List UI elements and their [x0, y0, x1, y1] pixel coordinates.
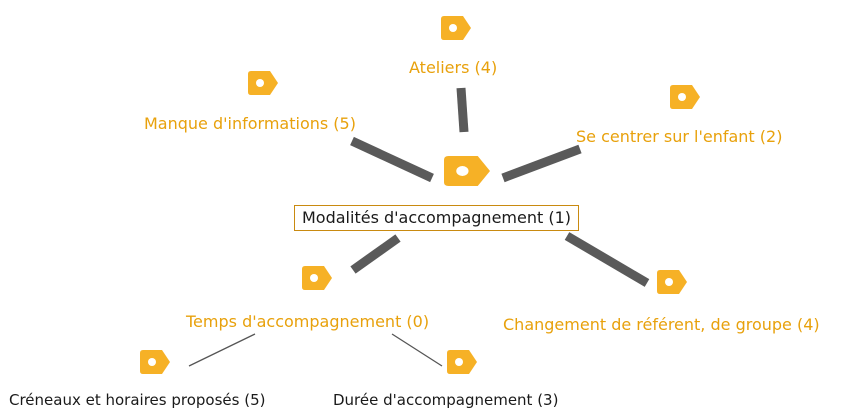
edge-center-centrer	[501, 144, 582, 183]
edge-center-temps	[350, 234, 401, 274]
node-label-temps[interactable]: Temps d'accompagnement (0)	[186, 312, 430, 331]
edge-center-changement	[564, 232, 650, 287]
tag-icon	[248, 71, 278, 95]
edge-center-ateliers	[456, 87, 469, 133]
node-label-creneaux[interactable]: Créneaux et horaires proposés (5)	[9, 391, 266, 409]
tag-icon	[670, 85, 700, 109]
tag-icon	[302, 266, 332, 290]
tag-icon	[447, 350, 477, 374]
tag-icon	[140, 350, 170, 374]
tag-icon	[441, 16, 471, 40]
node-label-ateliers[interactable]: Ateliers (4)	[409, 58, 498, 77]
node-label-changement[interactable]: Changement de référent, de groupe (4)	[503, 315, 820, 334]
center-node-label: Modalités d'accompagnement (1)	[302, 208, 572, 227]
edge-temps-creneaux	[188, 333, 256, 367]
node-label-se-centrer[interactable]: Se centrer sur l'enfant (2)	[576, 127, 783, 146]
tag-icon	[444, 156, 490, 186]
edge-center-manque	[350, 136, 434, 183]
tag-icon	[657, 270, 687, 294]
node-label-manque-informations[interactable]: Manque d'informations (5)	[144, 114, 356, 133]
center-node[interactable]: Modalités d'accompagnement (1)	[294, 205, 580, 231]
node-label-duree[interactable]: Durée d'accompagnement (3)	[333, 391, 559, 409]
edge-temps-duree	[391, 333, 443, 367]
